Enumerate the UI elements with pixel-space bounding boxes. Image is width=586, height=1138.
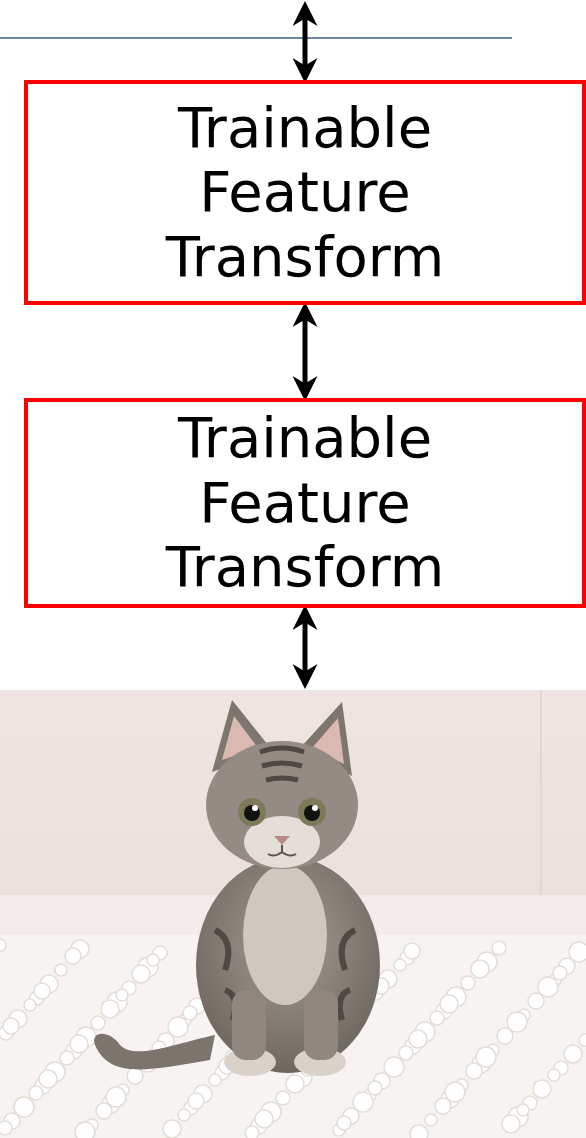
transform-box: Trainable Feature Transform (24, 398, 586, 608)
box-label: Trainable Feature Transform (140, 406, 470, 599)
kitten-photo (0, 690, 586, 1138)
double-arrow (303, 610, 308, 684)
double-arrow (303, 6, 308, 78)
box-label: Trainable Feature Transform (140, 96, 470, 289)
header-rule (0, 37, 512, 39)
double-arrow (303, 307, 308, 396)
transform-box: Trainable Feature Transform (24, 80, 586, 305)
